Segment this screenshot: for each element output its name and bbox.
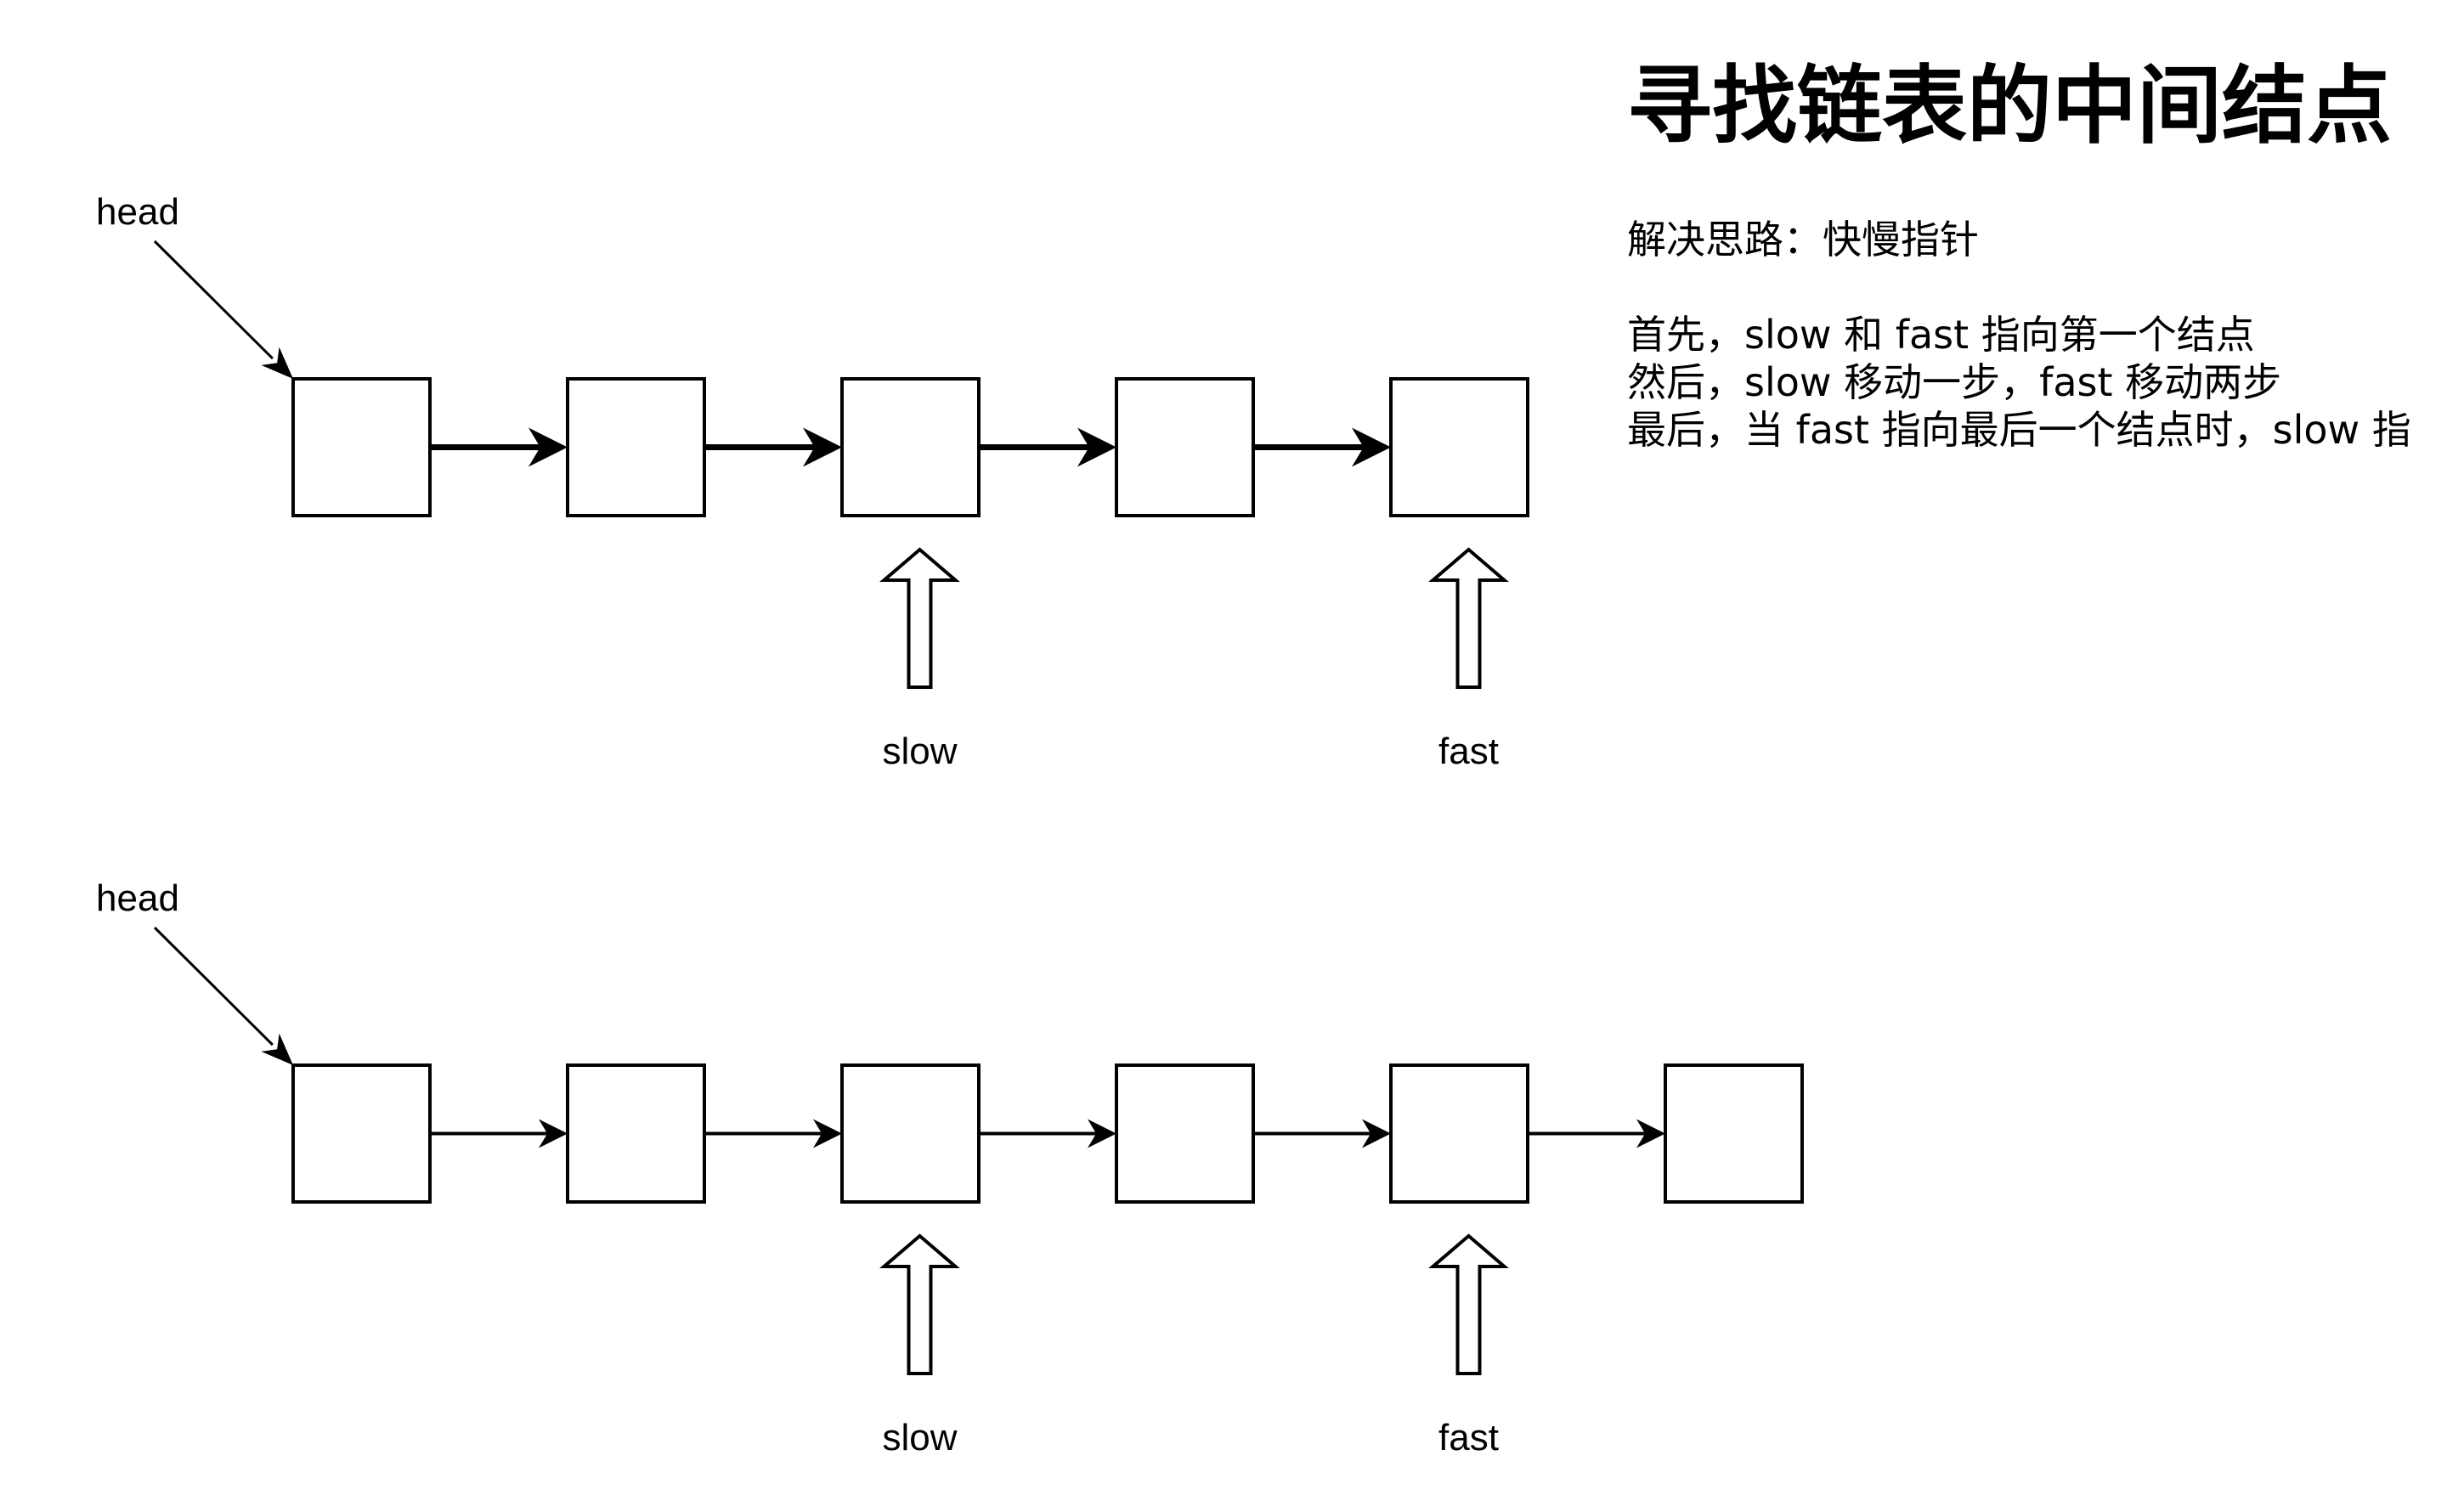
head-arrowhead — [261, 347, 293, 379]
next-link-arrowhead — [803, 427, 842, 467]
next-link-arrowhead — [1352, 427, 1391, 467]
fast-label: fast — [1438, 1417, 1499, 1458]
list-node — [1389, 1063, 1529, 1204]
list-node — [291, 377, 432, 517]
list-node — [291, 1063, 432, 1204]
list-node — [566, 377, 706, 517]
next-link-arrowhead — [1088, 1119, 1116, 1148]
head-arrowhead — [261, 1033, 293, 1065]
slow-label: slow — [882, 1417, 957, 1458]
next-link-arrowhead — [539, 1119, 568, 1148]
list-node — [1389, 377, 1529, 517]
approach-subtitle: 解决思路：快慢指针 — [1627, 217, 1979, 262]
page-title: 寻找链表的中间结点 — [1627, 56, 2392, 155]
next-link-arrowhead — [1636, 1119, 1665, 1148]
head-label: head — [96, 191, 179, 233]
explanation-panel: 寻找链表的中间结点 解决思路：快慢指针 首先，slow 和 fast 指向第一个… — [1627, 51, 2460, 454]
fast-pointer-arrow — [1428, 1233, 1509, 1375]
description-line-1: 首先，slow 和 fast 指向第一个结点 — [1627, 312, 2255, 358]
fast-label: fast — [1438, 731, 1499, 772]
next-link-arrowhead — [528, 427, 568, 467]
list-node — [1115, 377, 1255, 517]
list-node — [566, 1063, 706, 1204]
list-node — [1664, 1063, 1804, 1204]
list-node — [1115, 1063, 1255, 1204]
list-node — [840, 377, 981, 517]
slow-pointer-arrow — [879, 547, 960, 689]
fast-pointer-arrow — [1428, 547, 1509, 689]
next-link-arrowhead — [1077, 427, 1116, 467]
slow-pointer-arrow — [879, 1233, 960, 1375]
description-line-2: 然后，slow 移动一步，fast 移动两步 — [1627, 359, 2282, 405]
description: 首先，slow 和 fast 指向第一个结点 然后，slow 移动一步，fast… — [1627, 311, 2460, 454]
head-pointer-line — [153, 926, 274, 1046]
list-node — [840, 1063, 981, 1204]
head-pointer-line — [153, 240, 274, 360]
head-label: head — [96, 877, 179, 919]
next-link-arrowhead — [813, 1119, 842, 1148]
next-link-arrowhead — [1362, 1119, 1391, 1148]
slow-label: slow — [882, 731, 957, 772]
description-line-3: 最后，当 fast 指向最后一个结点时，slow 指 — [1627, 407, 2411, 453]
